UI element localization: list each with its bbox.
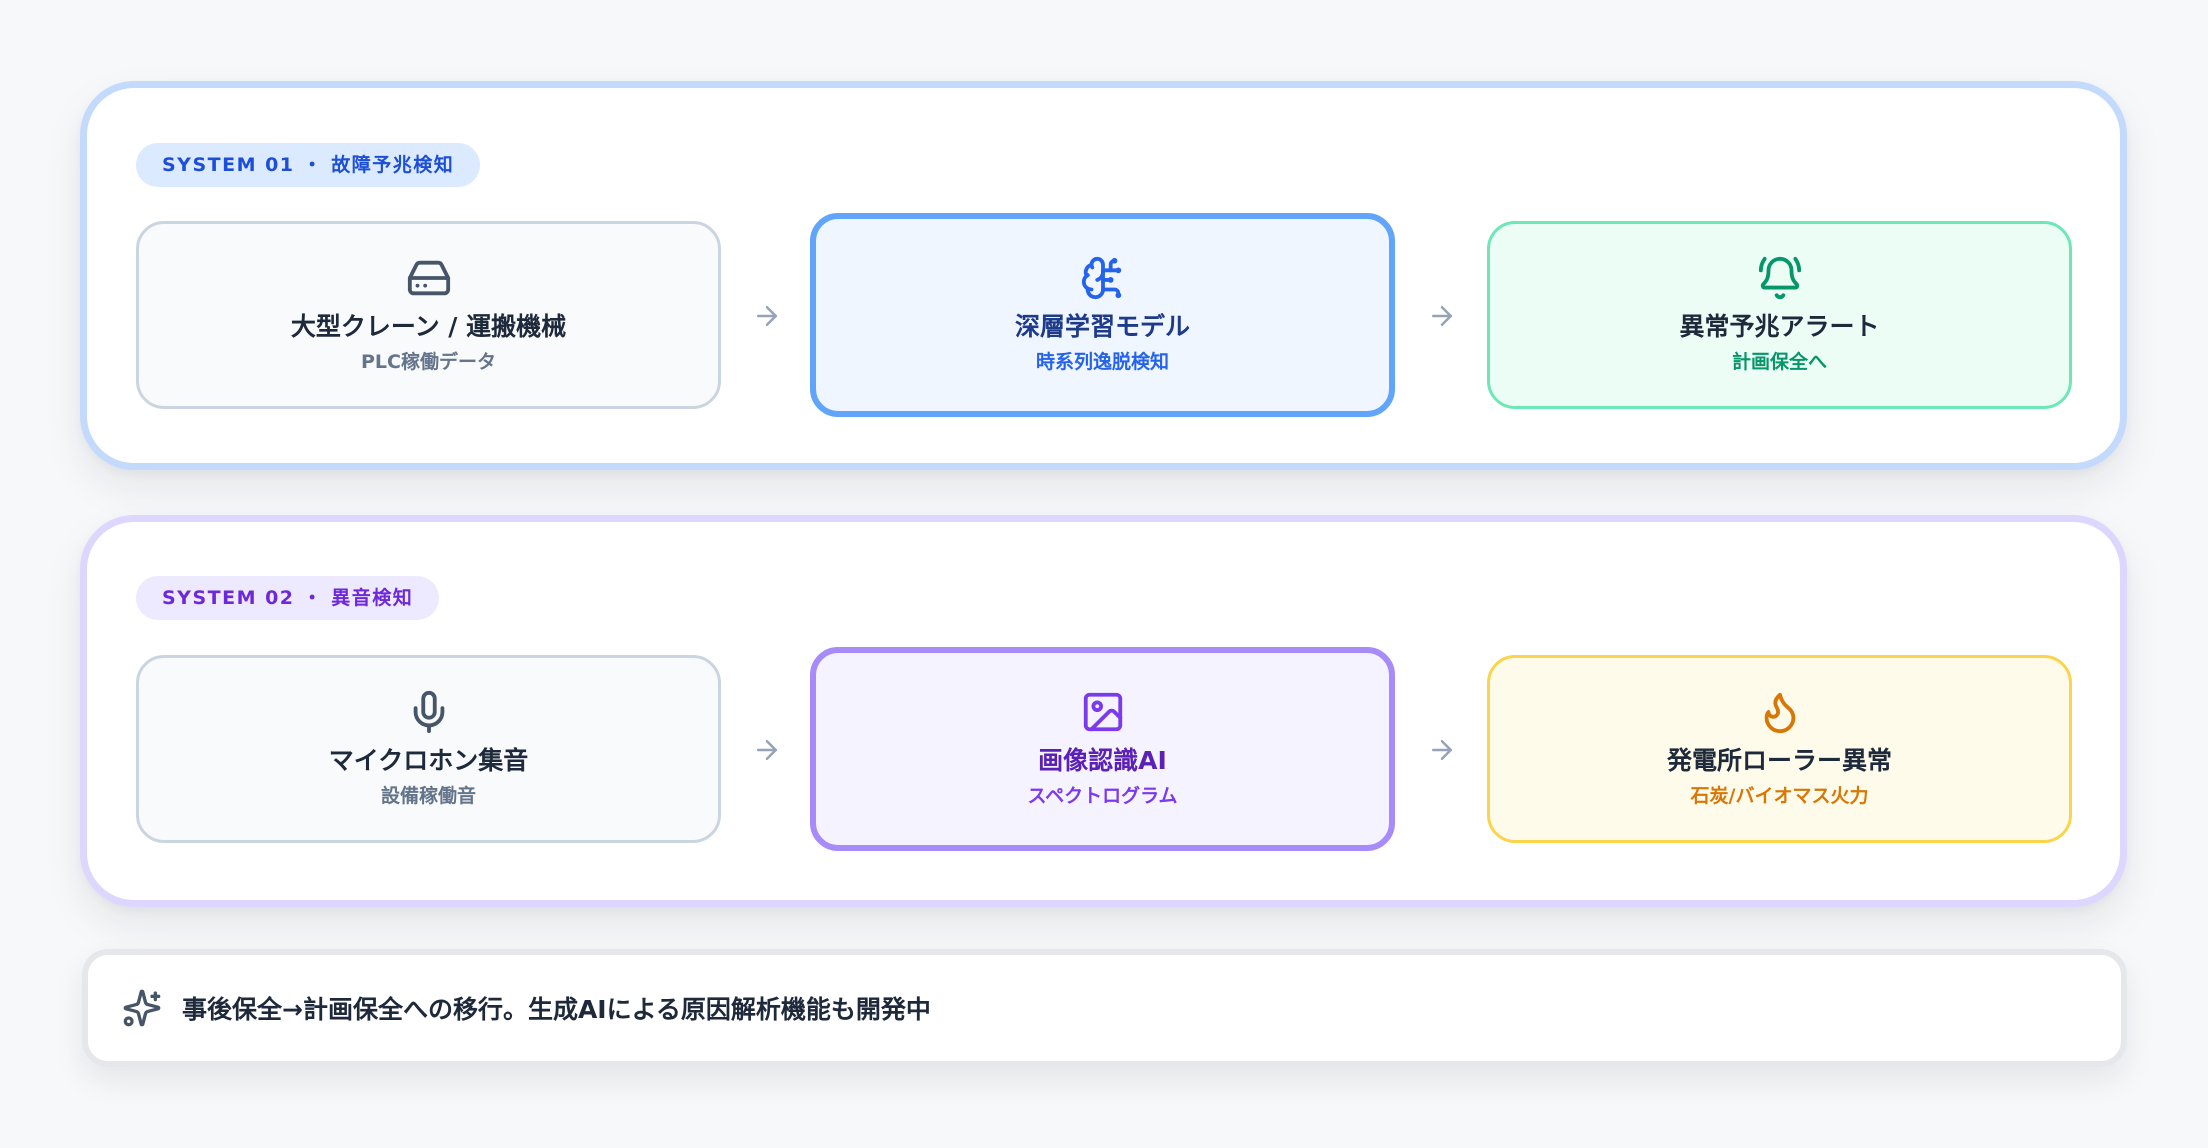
step-card-alert: 異常予兆アラート 計画保全へ (1487, 221, 2072, 409)
arrow-right-icon (752, 735, 782, 765)
footer-note: 事後保全→計画保全への移行。生成AIによる原因解析機能も開発中 (82, 949, 2127, 1067)
step-title: 大型クレーン / 運搬機械 (290, 312, 567, 341)
arrow-right-icon (1427, 301, 1457, 331)
step-card-roller-anomaly: 発電所ローラー異常 石炭/バイオマス火力 (1487, 655, 2072, 843)
step-title: 深層学習モデル (1014, 312, 1190, 341)
step-card-image-ai: 画像認識AI スペクトログラム (810, 647, 1395, 851)
arrow-right-icon (752, 301, 782, 331)
step-subtitle: 設備稼働音 (380, 785, 476, 807)
image-icon (1080, 689, 1126, 735)
step-title: 発電所ローラー異常 (1666, 746, 1892, 775)
system-01-badge: SYSTEM 01 ・ 故障予兆検知 (136, 143, 481, 187)
microphone-icon (406, 689, 452, 735)
step-subtitle: スペクトログラム (1027, 785, 1178, 807)
sparkles-icon (122, 988, 162, 1028)
bell-ring-icon (1757, 255, 1803, 301)
system-02-badge: SYSTEM 02 ・ 異音検知 (136, 576, 440, 620)
step-card-deep-learning: 深層学習モデル 時系列逸脱検知 (810, 213, 1395, 417)
step-title: マイクロホン集音 (328, 746, 529, 775)
step-card-microphone: マイクロホン集音 設備稼働音 (136, 655, 721, 843)
step-title: 異常予兆アラート (1679, 312, 1880, 341)
flame-icon (1757, 689, 1803, 735)
step-subtitle: 時系列逸脱検知 (1035, 351, 1169, 373)
system-01-panel: SYSTEM 01 ・ 故障予兆検知 大型クレーン / 運搬機械 PLC稼働デー… (80, 81, 2127, 470)
step-subtitle: 石炭/バイオマス火力 (1690, 785, 1869, 807)
step-card-crane: 大型クレーン / 運搬機械 PLC稼働データ (136, 221, 721, 409)
step-subtitle: PLC稼働データ (361, 351, 496, 373)
brain-circuit-icon (1080, 255, 1126, 301)
step-subtitle: 計画保全へ (1731, 351, 1827, 373)
footer-text: 事後保全→計画保全への移行。生成AIによる原因解析機能も開発中 (182, 995, 931, 1024)
step-title: 画像認識AI (1038, 746, 1167, 775)
system-02-panel: SYSTEM 02 ・ 異音検知 マイクロホン集音 設備稼働音 画像認識AI ス… (80, 515, 2127, 907)
hard-drive-icon (406, 255, 452, 301)
arrow-right-icon (1427, 735, 1457, 765)
